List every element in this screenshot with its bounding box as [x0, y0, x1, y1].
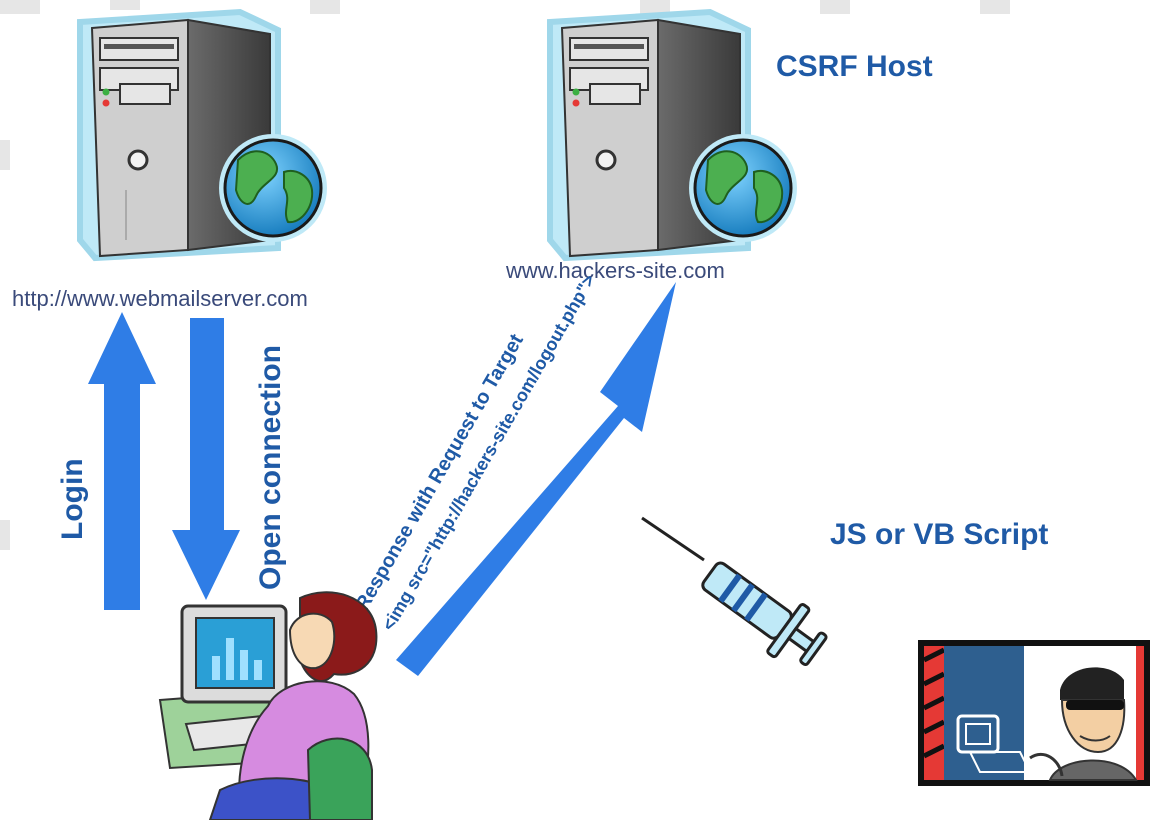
- csrf-host-url: www.hackers-site.com: [505, 258, 725, 283]
- csrf-host-title: CSRF Host: [776, 50, 933, 83]
- globe-icon: [219, 134, 327, 242]
- globe-icon: [689, 134, 797, 242]
- hazard-stripes: [922, 646, 1144, 780]
- webmail-server-url: http://www.webmailserver.com: [12, 286, 308, 311]
- response-arrow: [396, 282, 676, 676]
- syringe-icon: [641, 516, 828, 667]
- login-label: Login: [56, 458, 89, 540]
- login-arrow: [88, 312, 156, 610]
- response-label-line1: Response with Request to Target: [351, 330, 528, 614]
- user-at-computer-icon: [158, 591, 378, 820]
- open-connection-label: Open connection: [254, 345, 287, 590]
- open-connection-arrow: [172, 318, 240, 600]
- hacker-face: [1029, 667, 1138, 781]
- edge-marks: [0, 0, 1010, 550]
- webmail-server-icon: [77, 8, 281, 262]
- hacker-icon: [918, 640, 1150, 786]
- script-label: JS or VB Script: [830, 518, 1048, 551]
- laptop-icon: [956, 714, 1032, 773]
